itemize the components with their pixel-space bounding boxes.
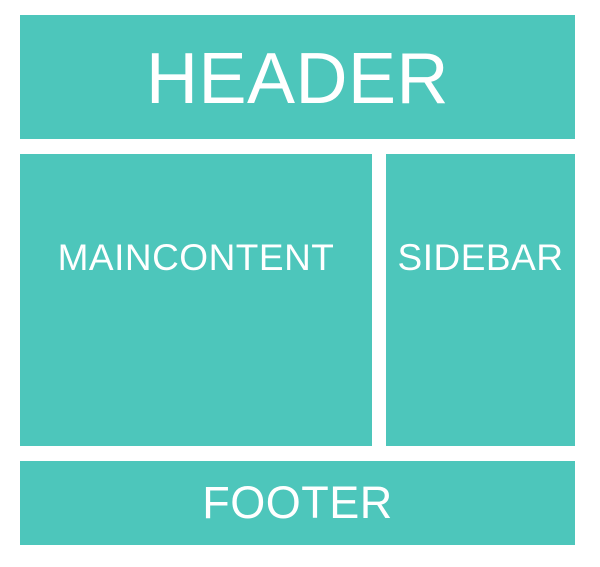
- header-block: HEADER: [20, 15, 575, 139]
- main-content-block: MAINCONTENT: [20, 154, 372, 446]
- footer-block: FOOTER: [20, 461, 575, 545]
- sidebar-block: SIDEBAR: [386, 154, 575, 446]
- footer-label: FOOTER: [202, 477, 393, 528]
- main-content-label: MAINCONTENT: [57, 237, 335, 278]
- header-label: HEADER: [145, 39, 450, 119]
- sidebar-label: SIDEBAR: [397, 237, 564, 278]
